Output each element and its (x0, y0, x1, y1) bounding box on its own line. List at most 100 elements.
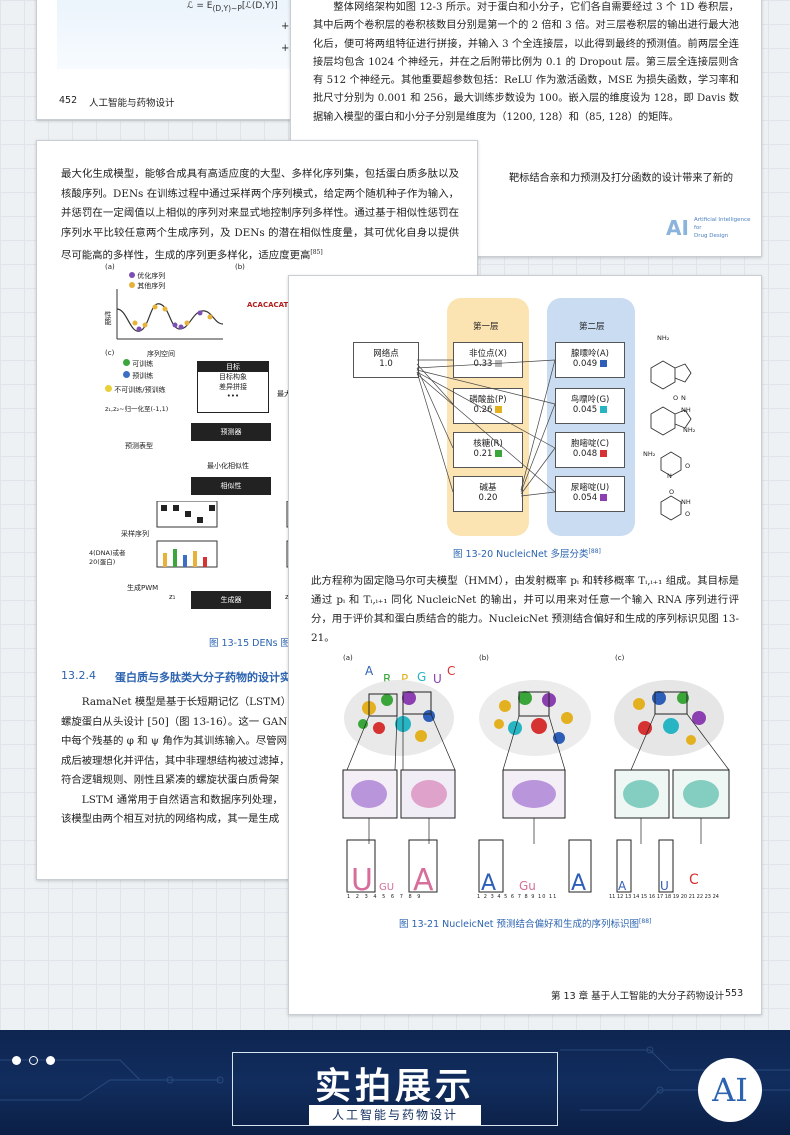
predict-repr: 预测表型 (125, 442, 153, 450)
page-number: 553 (725, 988, 744, 999)
ref: [85] (310, 249, 323, 256)
paragraph: 此方程称为固定隐马尔可夫模型（HMM），由发射概率 pᵢ 和转移概率 Tᵢ,ᵢ₊… (311, 575, 739, 644)
logo-axis-c: 11 12 13 14 15 16 17 18 19 20 21 22 23 2… (609, 894, 719, 900)
figure-caption: 图 13-15 DENs 图 (209, 638, 291, 649)
z-distribution: z₁,z₂~归一化至(-1,1) (105, 405, 169, 413)
line-6: LSTM 通常用于自然语言和数据序列处理， (81, 793, 283, 806)
svg-text:U: U (660, 879, 669, 893)
similarity-box: 相似性 (191, 477, 271, 495)
layer2-node-c: 胞嘧啶(C) 0.048 (555, 432, 625, 468)
z1-label: z₁ (169, 593, 176, 601)
figure-13-21-caption: 图 13-21 NucleicNet 预测结合偏好和生成的序列标识图[88] (399, 917, 652, 930)
svg-text:A: A (571, 871, 586, 896)
dot-icon (12, 1056, 21, 1065)
struct-u-o2: O (685, 510, 691, 518)
svg-text:GU: GU (379, 882, 394, 893)
layer1-node-base: 碱基 0.20 (453, 476, 523, 512)
layer1-node-x: 非位点(X) 0.33 (453, 342, 523, 378)
section-title: 蛋白质与多肽类大分子药物的设计实 (115, 671, 291, 684)
page-number: 452 (59, 95, 78, 106)
sequence-logos: U A A A A U C Gu GU (346, 839, 699, 898)
layer2-node-a: 腺嘌呤(A) 0.049 (555, 342, 625, 378)
panel-c-label: (c) (615, 654, 625, 662)
running-title: 人工智能与药物设计 (89, 98, 175, 109)
generator-box: 生成器 (191, 591, 271, 609)
ai-logo-line3: Drug Design (694, 233, 729, 239)
struct-g-o: O (673, 394, 679, 402)
body-lines: RamaNet 模型是基于长短期记忆（LSTM）的 螺旋蛋白从头设计 [50]（… (61, 693, 461, 830)
ai-logo-line2: for (694, 225, 702, 231)
target-sub1: 目标构象 (219, 373, 247, 381)
line-1: RamaNet 模型是基于长短期记忆（LSTM）的 (81, 696, 302, 708)
section-number: 13.2.4 (61, 669, 96, 682)
target-sub2: 差异拼接 (219, 383, 247, 391)
layer1-title: 第一层 (473, 322, 499, 332)
paragraph: 整体网络架构如图 12-3 所示。对于蛋白和小分子，它们各自需要经过 3 个 1… (313, 2, 739, 123)
line-7: 该模型由两个相互对抗的网络构成，其一是生成 (61, 813, 280, 825)
struct-a-nh2: NH₂ (657, 334, 670, 342)
svg-text:A: A (618, 879, 627, 893)
dot-icon (29, 1056, 39, 1065)
letter-g: G (417, 670, 427, 684)
legend-trainable: 可训练 (123, 359, 153, 369)
struct-u-nh: NH (681, 498, 691, 506)
dot-icon (46, 1056, 56, 1065)
ai-logo-mark: AI (666, 216, 689, 240)
label-a: (a) (105, 263, 115, 271)
dna-protein-label: 4(DNA)或者 20(蛋白) (89, 549, 126, 566)
running-title: 第 13 章 基于人工智能的大分子药物设计 (551, 991, 725, 1002)
letter-a: A (365, 664, 374, 678)
letter-u: U (433, 672, 442, 686)
ai-logo-line1: Artificial Intelligence (694, 217, 751, 223)
sequence-fragment: ACACACATT (247, 301, 294, 309)
paragraph-text: 最大化生成模型，能够合成具有高适应度的大型、多样化序列集，包括蛋白质多肽以及核酸… (61, 168, 459, 262)
legend-pretrained: 预训练 (123, 371, 153, 381)
line-4: 成后被理想化并评估，其中非理想结构被过滤掉， (61, 754, 290, 767)
target-ellipsis: ••• (226, 392, 240, 400)
struct-g-nh2: NH₂ (683, 426, 696, 434)
line-3: 中每个残基的 φ 和 ψ 角作为其训练输入。尽管网 (61, 735, 288, 747)
layer1-node-p: 磷酸盐(P) 0.26 (453, 388, 523, 424)
page-553: 第一层 第二层 网络点 1.0 非位点(X) 0.33 磷酸盐(P) 0.26 … (288, 275, 762, 1015)
x-axis-label: 序列空间 (147, 350, 175, 358)
ai-logo: AI Artificial Intelligence for Drug Desi… (666, 216, 756, 244)
legend-untrainable: 不可训练/预训练 (105, 385, 166, 395)
logo-axis-a: 1 2 3 4 5 6 7 8 9 (347, 894, 423, 900)
layer2-node-u: 尿嘧啶(U) 0.054 (555, 476, 625, 512)
struct-u-o1: O (669, 488, 675, 496)
svg-text:C: C (689, 872, 699, 888)
banner-title-box: 实拍展示 人工智能与药物设计 (232, 1052, 558, 1126)
panel-a-label: (a) (343, 654, 353, 662)
paragraph: 最大化生成模型，能够合成具有高适应度的大型、多样化序列集，包括蛋白质多肽以及核酸… (61, 165, 459, 266)
predictor-box: 预测器 (191, 423, 271, 441)
input-node: 网络点 1.0 (353, 342, 419, 378)
label-c: (c) (105, 349, 115, 357)
svg-text:Gu: Gu (519, 879, 536, 893)
struct-c-o: O (685, 462, 691, 470)
figure-13-20-caption: 图 13-20 NucleicNet 多层分类[88] (453, 547, 601, 560)
panel-b-label: (b) (479, 654, 489, 662)
struct-c-nh2: NH₂ (643, 450, 656, 458)
page-dots (12, 1050, 56, 1069)
struct-g-nh: NH (681, 406, 691, 414)
letter-c: C (447, 664, 456, 678)
legend-other: 其他序列 (129, 281, 165, 291)
struct-c-n: N (667, 472, 672, 480)
line-2: 螺旋蛋白从头设计 [50]（图 13-16）。这一 GAN 模 (61, 715, 302, 728)
label-b: (b) (235, 263, 245, 271)
layer2-node-g: 鸟嘌呤(G) 0.045 (555, 388, 625, 424)
showcase-banner: 实拍展示 人工智能与药物设计 AI (0, 1030, 790, 1135)
target-box: 目标 目标构象 差异拼接 ••• (197, 361, 269, 413)
svg-text:A: A (481, 871, 496, 896)
y-axis-label: 性能 (104, 311, 112, 325)
logo-axis-b: 1 2 3 4 5 6 7 8 9 10 11 (477, 894, 558, 900)
svg-text:A: A (413, 863, 434, 898)
layer1-node-r: 核糖(R) 0.21 (453, 432, 523, 468)
sample-seq-label: 采样序列 (121, 530, 149, 538)
letter-r: R (383, 672, 392, 686)
target-title: 目标 (198, 362, 268, 372)
letter-p: P (401, 672, 409, 686)
legend-opt: 优化序列 (129, 271, 165, 281)
layer2-title: 第二层 (579, 322, 605, 332)
gen-pwm-label: 生成PWM (127, 584, 159, 592)
